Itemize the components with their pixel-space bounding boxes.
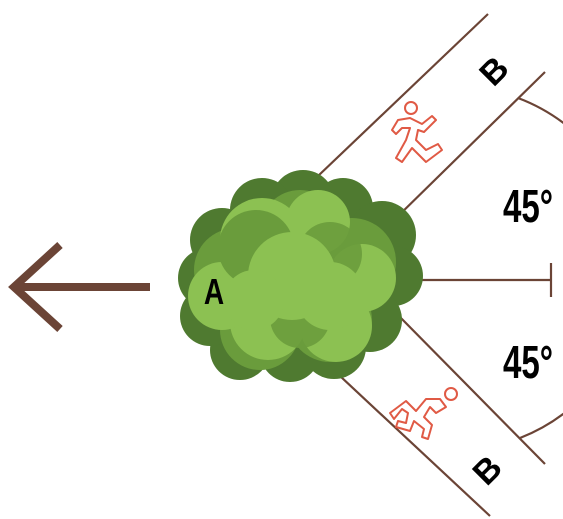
upper-path-inner-edge: [391, 71, 546, 223]
tree-icon: [178, 170, 423, 382]
arrow-left-icon: [8, 242, 150, 332]
upper-path-outer-edge: [317, 13, 489, 177]
running-person-icon: [391, 101, 443, 163]
lower-path-inner-edge: [394, 311, 546, 465]
upper-path-label: B: [472, 49, 516, 93]
lower-path: [339, 311, 546, 517]
upper-path: [317, 13, 546, 223]
lower-path-label: B: [466, 449, 510, 493]
lower-path-outer-edge: [339, 375, 491, 517]
running-person-icon: [389, 387, 458, 440]
lower-angle-label: 45°: [503, 338, 553, 388]
upper-angle-label: 45°: [503, 182, 553, 232]
tree-label: A: [204, 272, 224, 312]
